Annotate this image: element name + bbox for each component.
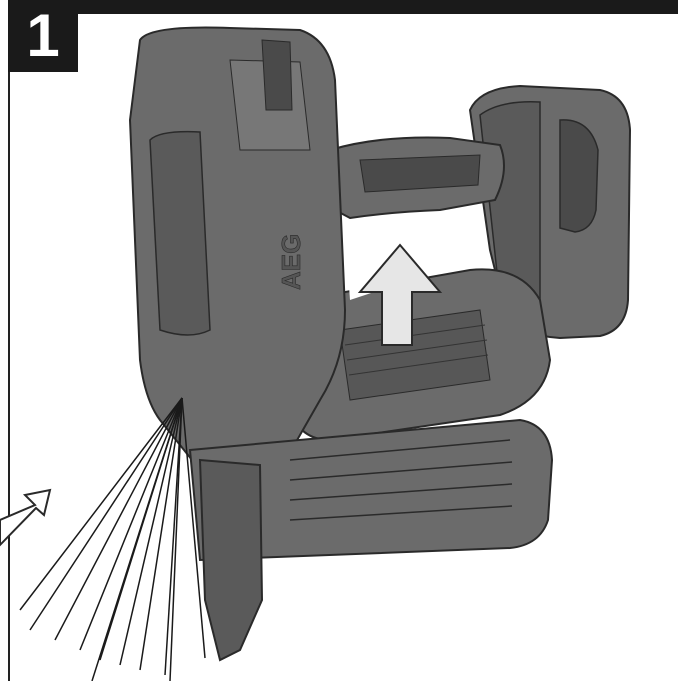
upward-arrow-icon xyxy=(357,243,443,346)
outward-arrow-icon xyxy=(0,488,52,547)
magazine xyxy=(188,418,554,562)
step-number-badge: 1 xyxy=(8,0,78,72)
nose-piece xyxy=(198,458,264,662)
leader-lines xyxy=(19,397,206,681)
header-bar xyxy=(8,0,678,14)
step-number: 1 xyxy=(26,2,60,69)
panel-border-left xyxy=(8,0,10,681)
brand-label: AEG xyxy=(276,234,306,290)
